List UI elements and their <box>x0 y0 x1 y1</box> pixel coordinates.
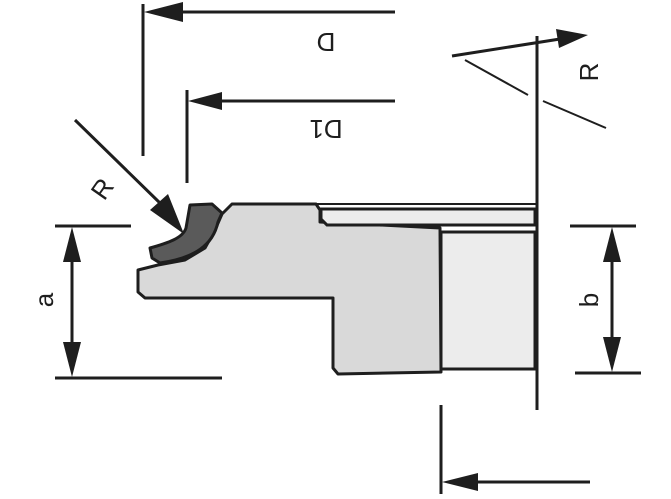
label-d: D <box>317 27 336 57</box>
label-r-left: R <box>85 172 120 205</box>
label-a: a <box>29 292 59 307</box>
r-top-guide-line <box>464 59 529 96</box>
label-r-top: R <box>574 63 604 82</box>
b-arrowhead-top <box>603 227 621 262</box>
b-arrowhead-bottom <box>603 337 621 372</box>
bore-groove <box>319 207 537 227</box>
bore <box>439 230 537 371</box>
r-top-arrowhead <box>556 29 588 48</box>
a-arrowhead-top <box>63 227 81 262</box>
d-arrowhead <box>144 2 183 22</box>
label-b: b <box>574 293 604 307</box>
r-top-guide-line <box>542 100 607 129</box>
bottom-arrowhead <box>442 473 478 491</box>
seal-ring <box>148 202 224 265</box>
fitting-body <box>136 202 443 376</box>
label-d1: D1 <box>309 114 342 144</box>
r-left-leader-line <box>73 118 164 207</box>
a-arrowhead-bottom <box>63 342 81 377</box>
d1-arrowhead <box>188 92 222 110</box>
r-left-arrowhead <box>150 194 184 234</box>
r-top-dimension-line <box>451 37 561 58</box>
